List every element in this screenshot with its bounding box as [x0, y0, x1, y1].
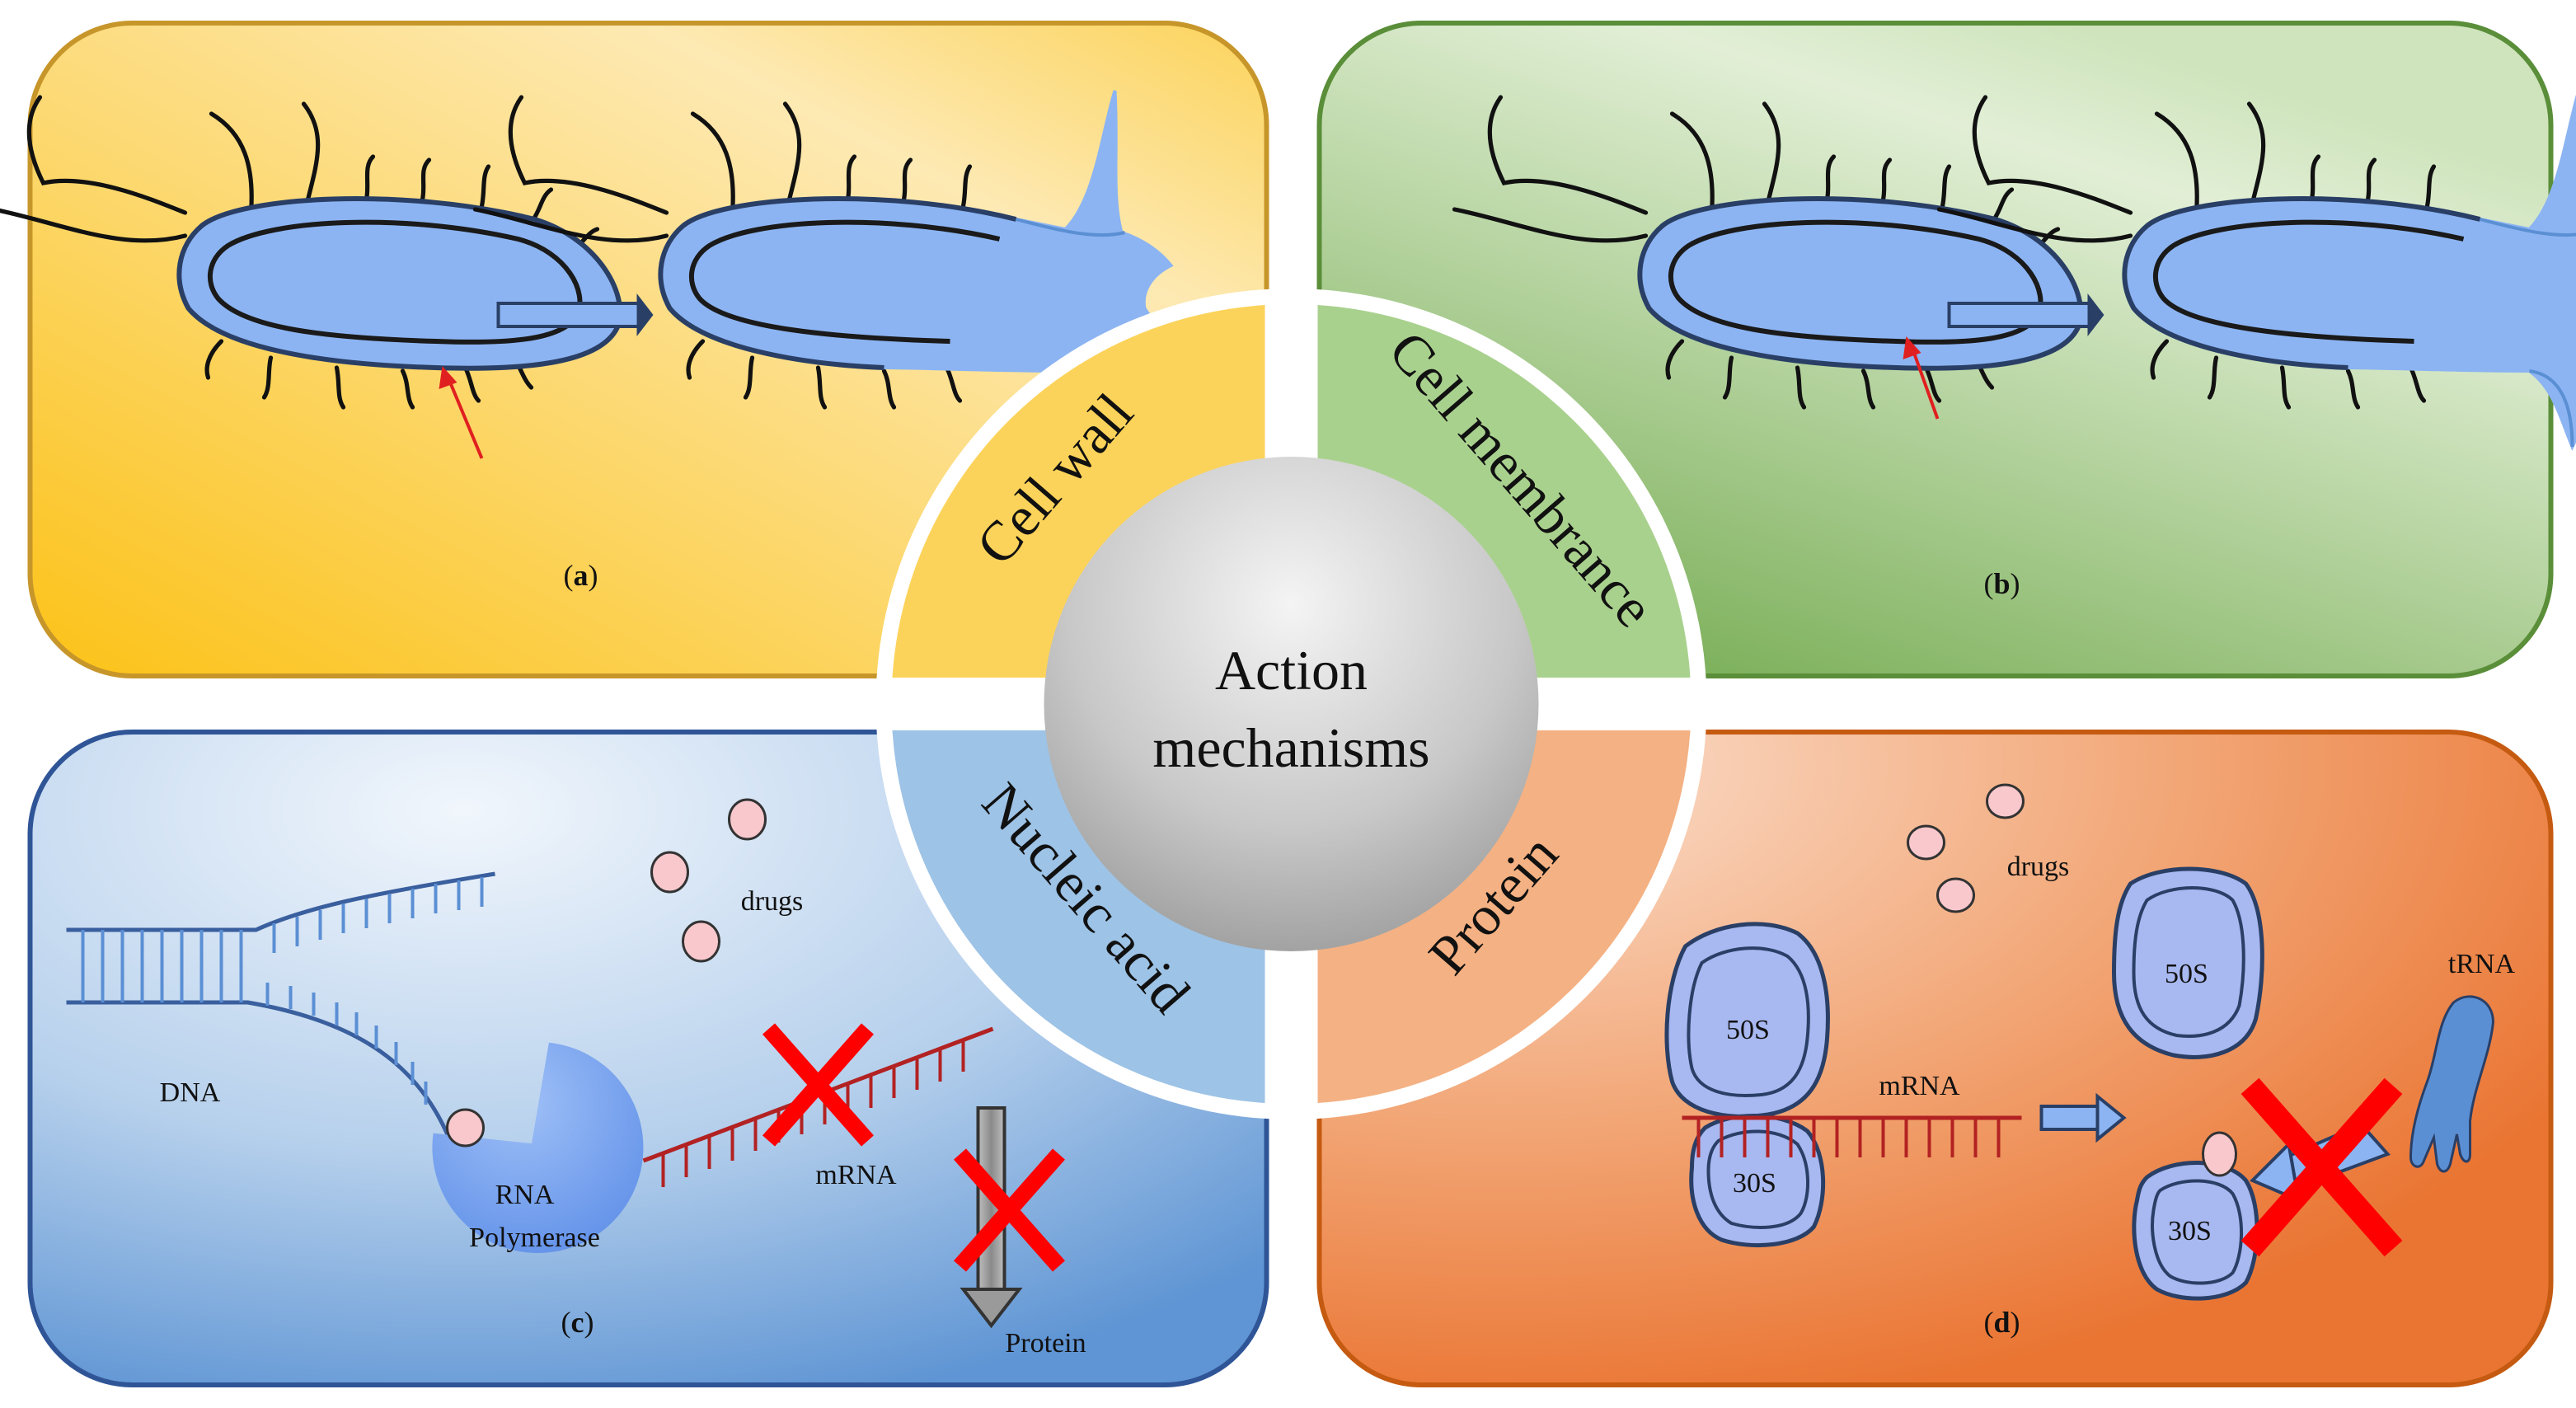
ring-sector-cell-wall — [892, 305, 1265, 678]
cell-wall-target-arrow — [447, 378, 484, 459]
drug-molecules-d — [1907, 783, 2025, 913]
ring-sector-cell-membrane — [1317, 305, 1691, 678]
lysis-arrow-a — [496, 293, 654, 336]
rna-polymerase — [432, 1042, 644, 1253]
ribosome-50s-free — [2111, 866, 2264, 1059]
center-title-line2: mechanisms — [1152, 716, 1429, 779]
cell-membrane-target-arrow — [1911, 349, 1940, 420]
label-30s-bound: 30S — [1733, 1168, 1776, 1199]
mrna-label-d: mRNA — [1879, 1071, 1960, 1101]
center-title-line1: Action — [1215, 639, 1368, 702]
caption-d: (d) — [1983, 1306, 2020, 1339]
protein-label-c: Protein — [1005, 1328, 1086, 1359]
mrna-strand-d — [1682, 1115, 2022, 1157]
rna-polymerase-label-1: RNA — [495, 1180, 555, 1210]
label-50s-free: 50S — [2165, 959, 2208, 989]
ribosome-50s-bound — [1664, 922, 1830, 1119]
caption-a: (a) — [564, 559, 598, 592]
drug-bound-30s — [2202, 1131, 2237, 1177]
drug-bound-polymerase — [446, 1108, 485, 1148]
drugs-label-c: drugs — [741, 886, 804, 917]
label-50s-bound: 50S — [1726, 1015, 1770, 1045]
center-circle — [1044, 457, 1539, 951]
cell-membrane-target-arrowhead — [1903, 336, 1921, 359]
caption-b: (b) — [1983, 567, 2020, 600]
mrna-label-c: mRNA — [815, 1160, 897, 1190]
drug-molecules-c — [650, 798, 767, 963]
trna-label: tRNA — [2448, 949, 2516, 979]
dna-double-strand — [66, 871, 495, 1138]
ring-sector-nucleic-acid — [892, 730, 1265, 1103]
label-30s-free: 30S — [2168, 1216, 2212, 1246]
caption-c: (c) — [561, 1306, 594, 1339]
dna-label: DNA — [160, 1077, 221, 1108]
lysis-arrow-b — [1947, 293, 2104, 336]
dissociation-arrow-d — [2039, 1092, 2127, 1143]
rna-polymerase-label-2: Polymerase — [469, 1223, 600, 1253]
cell-wall-target-arrowhead — [439, 366, 457, 389]
ring-sector-protein — [1317, 730, 1691, 1103]
ribosome-30s-free — [2132, 1161, 2259, 1301]
trna-molecule — [2409, 995, 2495, 1173]
drugs-label-d: drugs — [2007, 852, 2070, 882]
